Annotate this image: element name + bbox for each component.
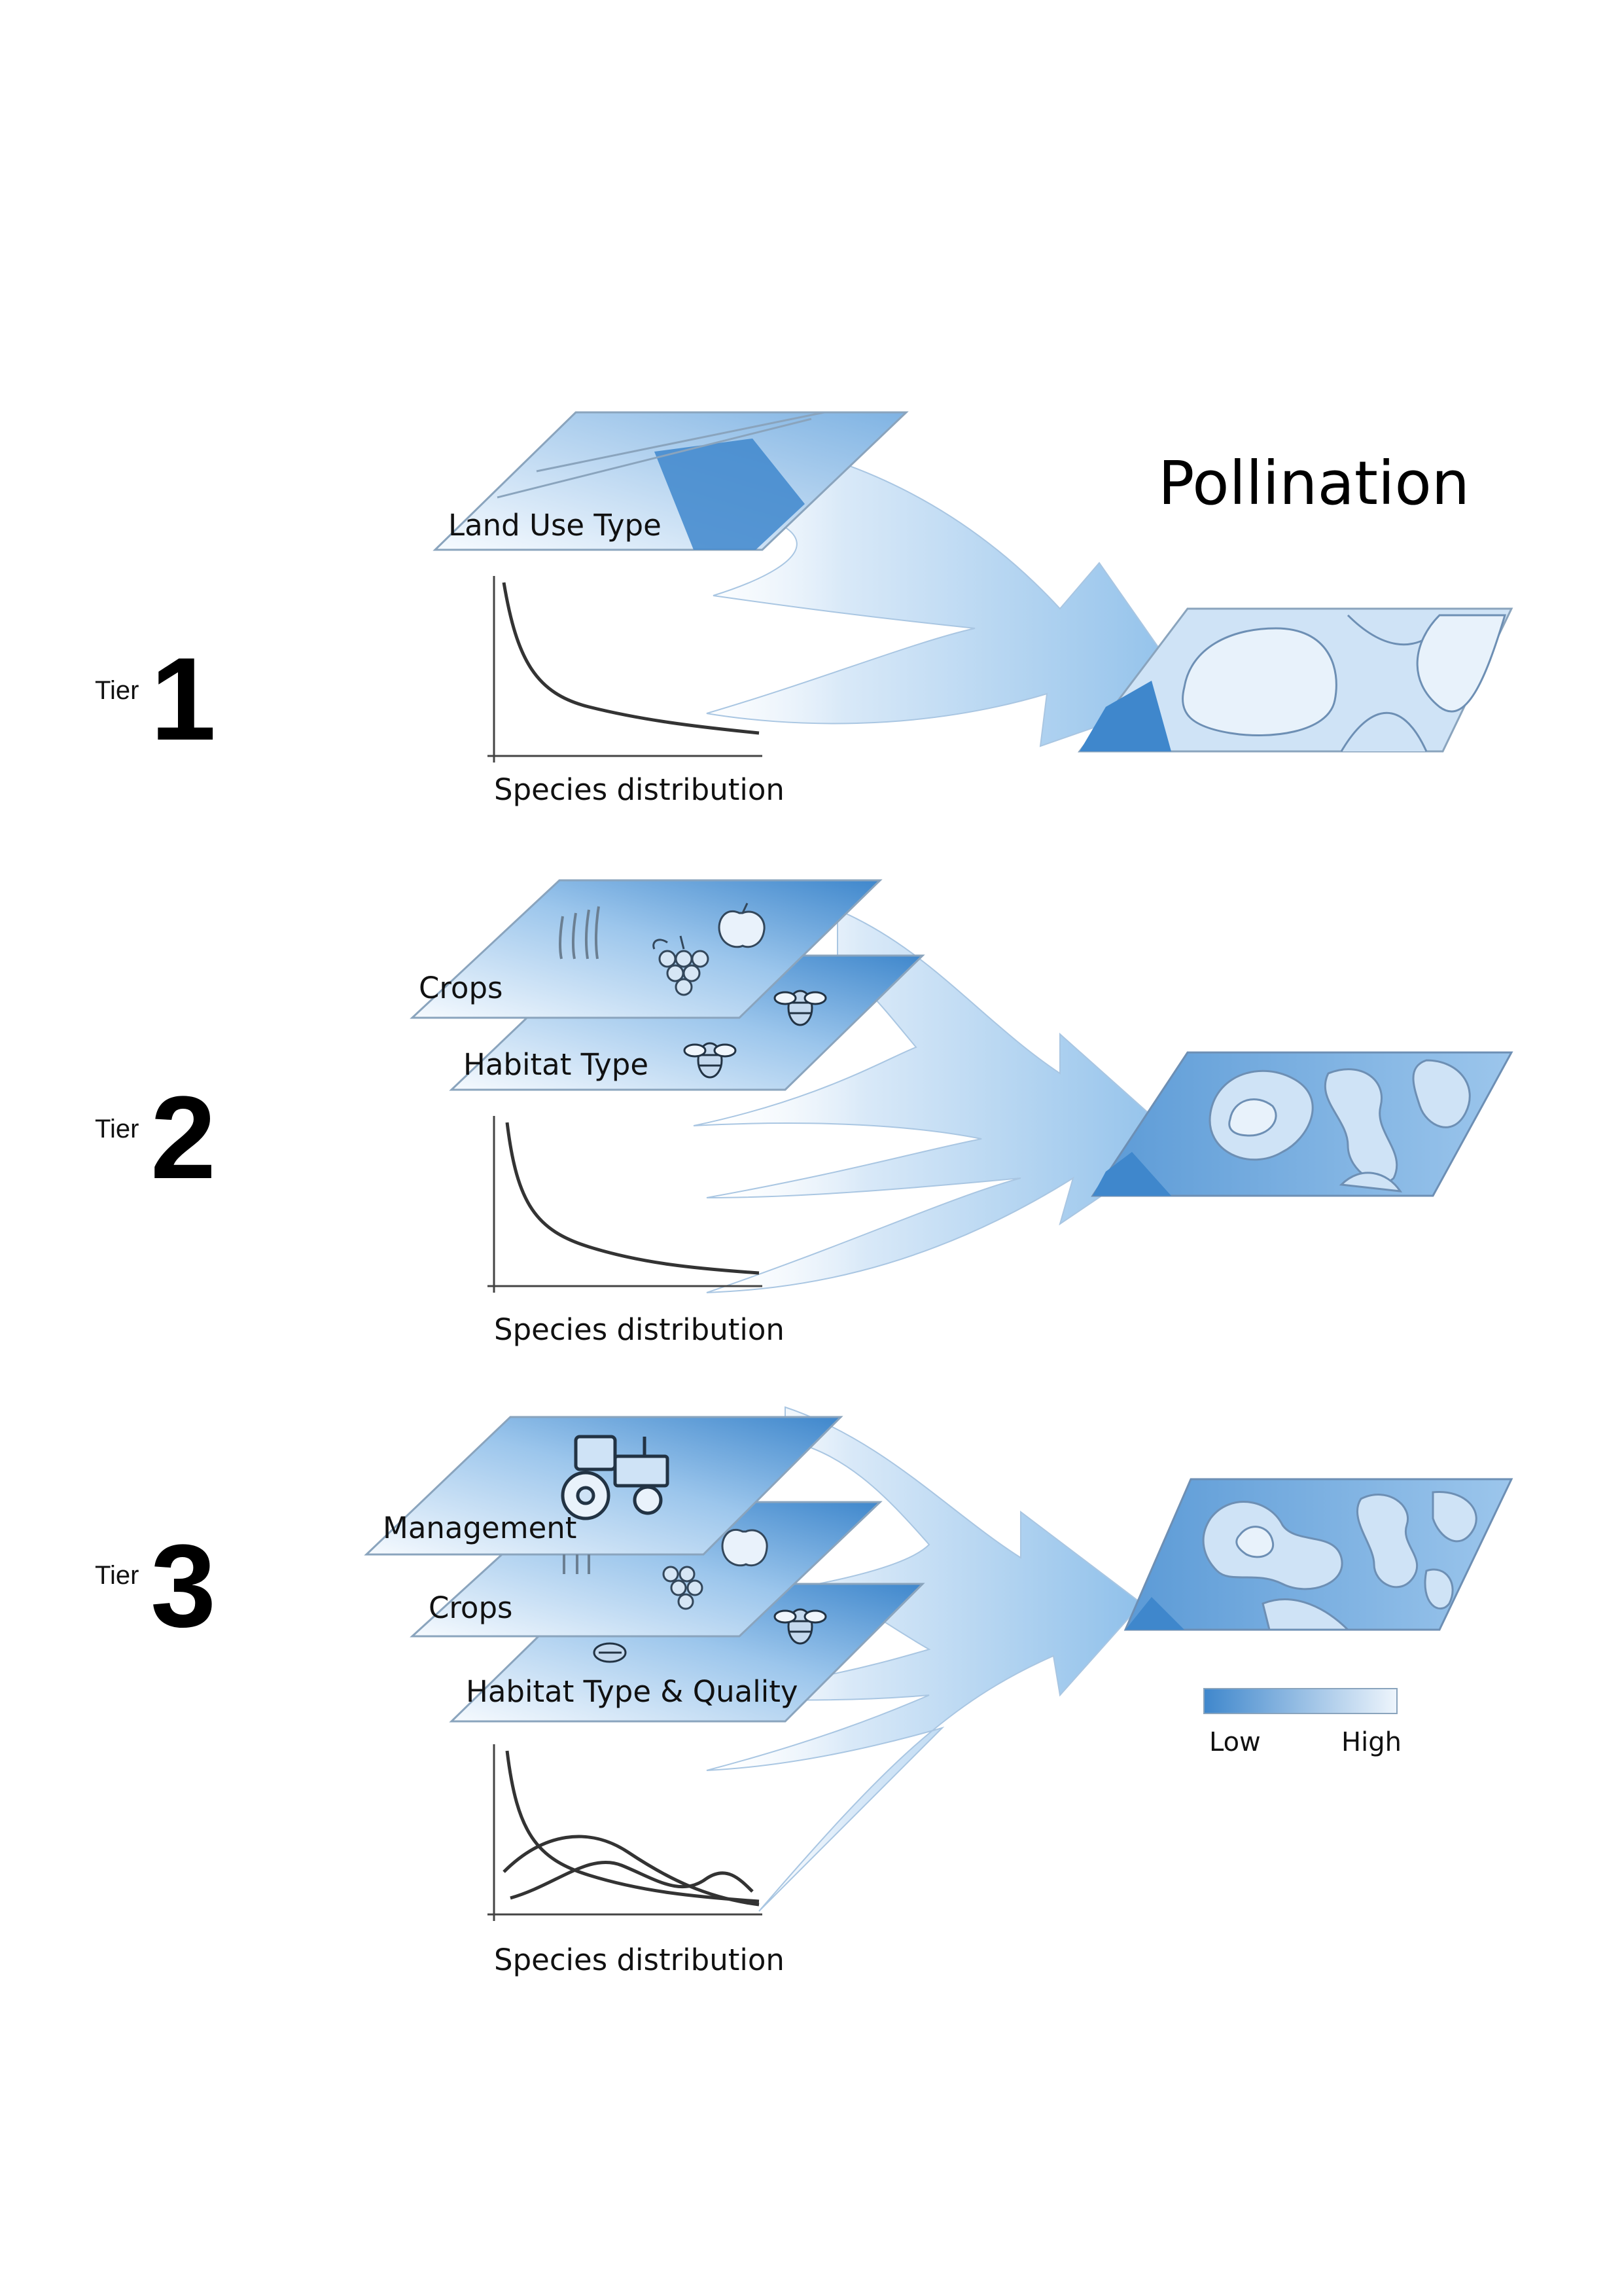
wheat-icon xyxy=(563,1554,590,1574)
tier-2-flow-arrow xyxy=(693,908,1182,1293)
crops-plane xyxy=(410,879,883,1019)
tier-2-species-chart xyxy=(487,1116,762,1293)
bee-icon xyxy=(683,1042,737,1079)
grapes-icon xyxy=(652,935,709,996)
land-use-label: Land Use Type xyxy=(448,508,662,543)
bee-icon xyxy=(773,990,827,1026)
tier-1-number: 1 xyxy=(150,634,216,765)
crops-label-tier-3: Crops xyxy=(429,1590,512,1625)
tier-1-curve xyxy=(502,582,760,735)
tier-2-curve xyxy=(505,1122,760,1275)
diagram-title: Pollination xyxy=(1158,448,1470,518)
tier-3-curve-2 xyxy=(503,1835,760,1907)
tractor-icon xyxy=(561,1435,669,1520)
tier-2-word: Tier xyxy=(95,1115,139,1143)
tier-1: Tier 1 Land Use Type Species distributio… xyxy=(95,411,1513,807)
legend-high-label: High xyxy=(1341,1727,1402,1757)
tier-3-curve-1 xyxy=(505,1750,760,1903)
tier-1-pollination-map xyxy=(1077,607,1513,753)
tier-3-pollination-map xyxy=(1123,1478,1513,1631)
tier-3-distribution-label: Species distribution xyxy=(494,1943,785,1977)
legend: Low High xyxy=(1203,1688,1402,1757)
tier-3-number: 3 xyxy=(150,1520,216,1652)
bee-icon xyxy=(593,1642,627,1663)
land-use-fold xyxy=(497,411,825,499)
tier-3-curve-3 xyxy=(510,1860,754,1900)
grapes-icon xyxy=(662,1566,703,1610)
tier-1-species-chart xyxy=(487,576,762,762)
tier-1-word: Tier xyxy=(95,676,139,705)
tier-2-pollination-map xyxy=(1091,1051,1513,1197)
land-use-highlight xyxy=(654,439,805,550)
bee-icon xyxy=(773,1608,827,1645)
legend-gradient-bar xyxy=(1203,1688,1398,1714)
habitat-quality-label: Habitat Type & Quality xyxy=(466,1674,798,1709)
tier-2-number: 2 xyxy=(150,1072,216,1204)
apple-icon xyxy=(718,903,766,948)
tier-3-species-chart xyxy=(487,1744,762,1921)
apple-icon xyxy=(721,1528,768,1567)
tier-1-distribution-label: Species distribution xyxy=(494,772,785,807)
wheat-icon xyxy=(558,906,600,960)
tier-2: Tier 2 Crops Habitat xyxy=(95,879,1513,1347)
management-label: Management xyxy=(383,1511,576,1545)
habitat-type-label: Habitat Type xyxy=(463,1047,648,1082)
legend-low-label: Low xyxy=(1209,1727,1261,1757)
tier-2-distribution-label: Species distribution xyxy=(494,1312,785,1347)
crops-label: Crops xyxy=(419,971,503,1005)
tier-3: Tier 3 xyxy=(95,1406,1513,1977)
tier-3-word: Tier xyxy=(95,1561,139,1590)
